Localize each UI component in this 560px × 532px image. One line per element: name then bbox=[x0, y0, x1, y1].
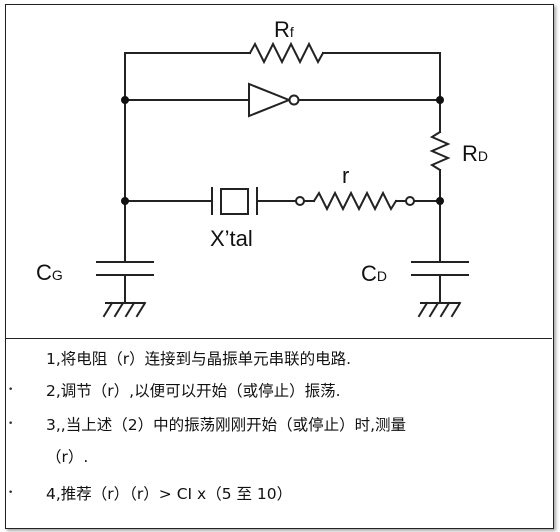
junction-left-inverter bbox=[121, 96, 129, 104]
label-cd: CD bbox=[361, 261, 387, 286]
r-terminal-right bbox=[405, 196, 415, 206]
label-rf: Rf bbox=[274, 17, 294, 42]
cd-ground-hatch-3 bbox=[439, 301, 451, 318]
cg-ground-hatch-2 bbox=[113, 301, 125, 318]
bullet-marker: • bbox=[8, 419, 14, 429]
label-rd: RD bbox=[462, 141, 488, 166]
label-r: r bbox=[342, 163, 349, 188]
inverter-bubble bbox=[288, 94, 300, 106]
r-resistor-symbol bbox=[312, 190, 398, 212]
rf-resistor-symbol bbox=[248, 41, 325, 65]
junction-right-inverter bbox=[436, 96, 444, 104]
note-item-1: 1,将电阻（r）连接到与晶振单元串联的电路. bbox=[46, 350, 352, 368]
cg-ground-hatch-3 bbox=[124, 301, 136, 318]
bullet-marker: • bbox=[8, 385, 14, 395]
crystal-oscillator-circuit: Rf RD r X’tal CG CD bbox=[36, 17, 488, 318]
xtal-body bbox=[220, 188, 249, 215]
bullet-marker: • bbox=[8, 488, 14, 498]
r-terminal-left bbox=[295, 196, 305, 206]
note-item-3-continued: （r）. bbox=[46, 448, 89, 466]
inverter-triangle bbox=[248, 82, 292, 118]
diagram-frame: Rf RD r X’tal CG CD 1,将电阻（r）连接到与晶振单元串联的电… bbox=[5, 4, 554, 529]
label-cg: CG bbox=[36, 260, 63, 285]
cd-ground-hatch-2 bbox=[428, 301, 440, 318]
notes-panel: 1,将电阻（r）连接到与晶振单元串联的电路. • 2,调节（r）,以便可以开始（… bbox=[6, 338, 552, 529]
junction-right-xtal bbox=[436, 197, 444, 205]
cg-ground-hatch-1 bbox=[102, 301, 114, 318]
junction-left-xtal bbox=[121, 197, 129, 205]
rd-resistor-symbol bbox=[429, 130, 451, 172]
note-item-3: 3,,当上述（2）中的振荡刚刚开始（或停止）时,测量 bbox=[46, 416, 407, 434]
note-item-2: 2,调节（r）,以便可以开始（或停止）振荡. bbox=[46, 382, 341, 400]
cd-ground-hatch-4 bbox=[450, 301, 462, 318]
label-xtal: X’tal bbox=[210, 226, 253, 251]
note-item-4: 4,推荐（r）（r）> CI x（5 至 10） bbox=[46, 485, 293, 503]
cg-ground-hatch-4 bbox=[135, 301, 147, 318]
cd-ground-hatch-1 bbox=[417, 301, 429, 318]
